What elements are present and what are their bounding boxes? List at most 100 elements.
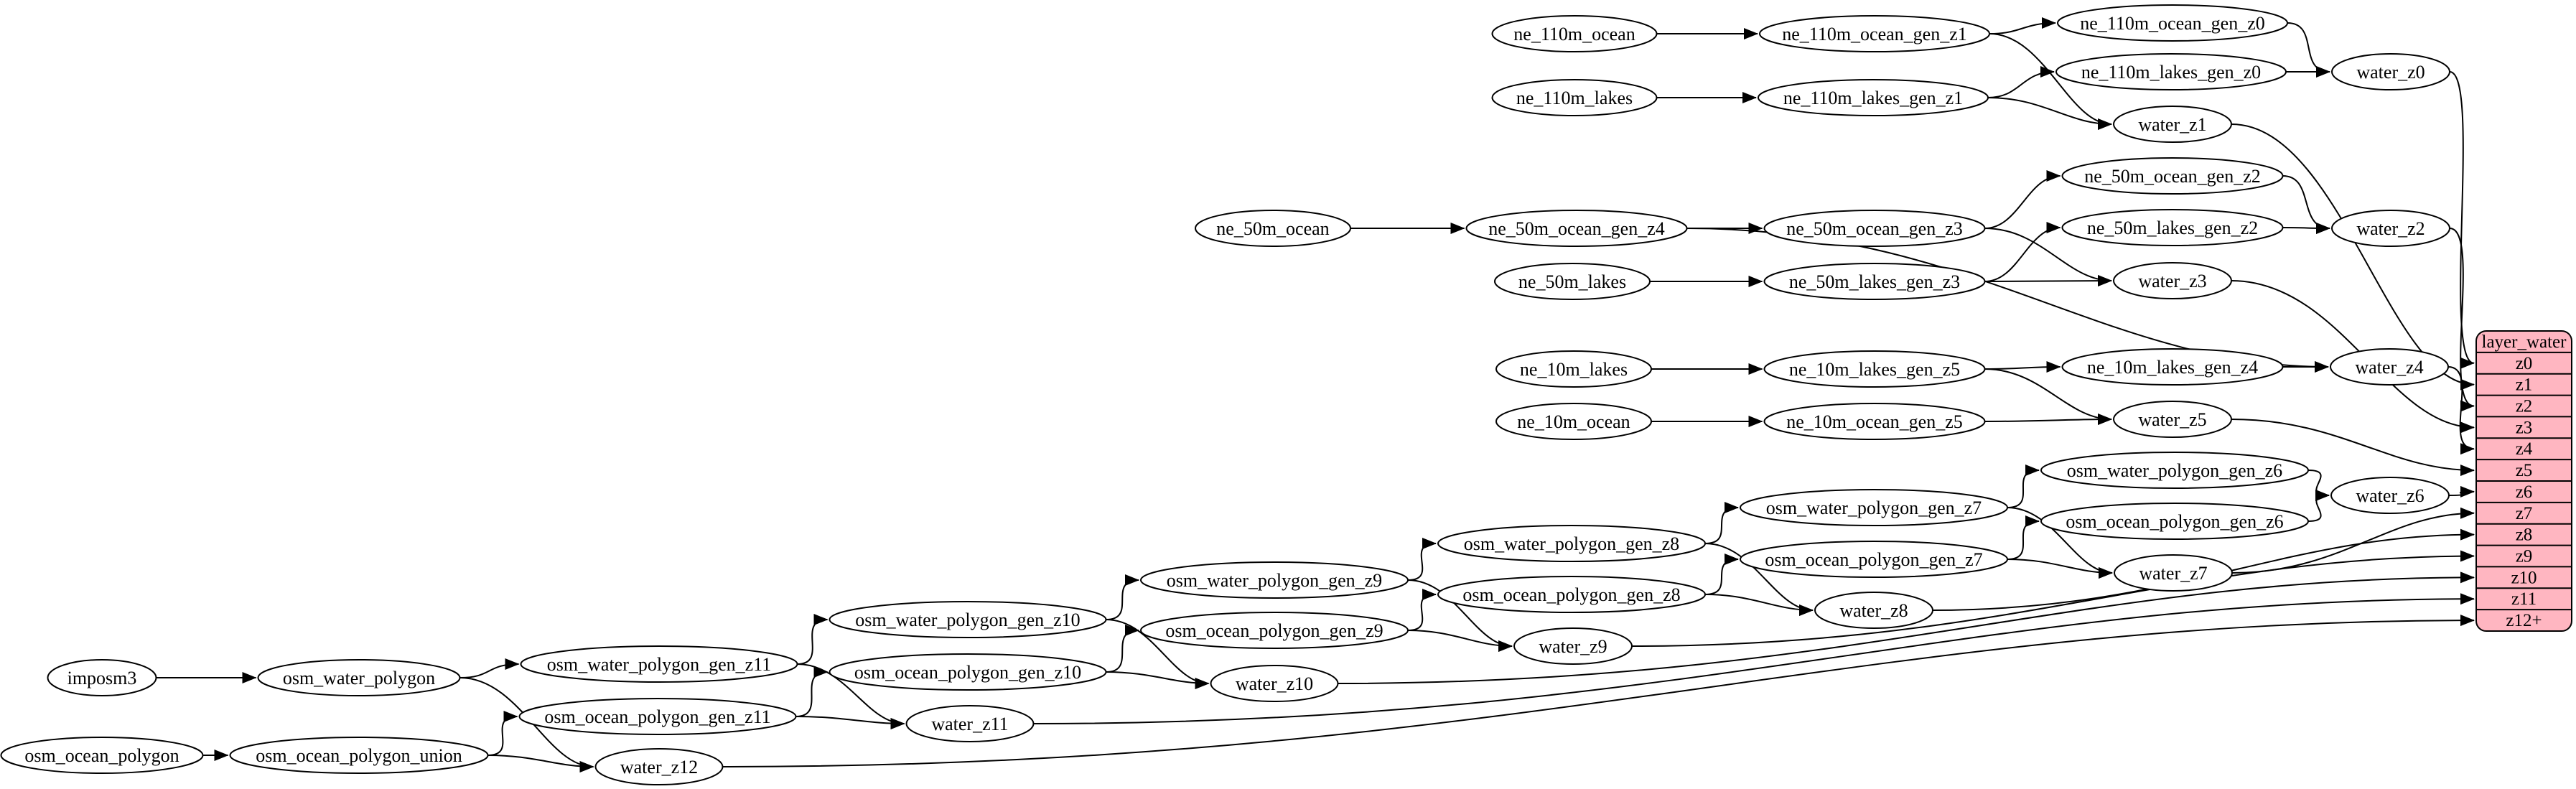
node-label-ne_50m_ocean_gen_z4: ne_50m_ocean_gen_z4 — [1488, 218, 1664, 239]
node-label-water_z3: water_z3 — [2138, 271, 2206, 291]
edge-osm_water_polygon_gen_z8-to-osm_water_polygon_gen_z7 — [1704, 502, 1739, 544]
node-shape-osm_ocean_polygon_gen_z7 — [1740, 541, 2008, 578]
node-shape-ne_110m_lakes_gen_z0 — [2055, 53, 2287, 90]
node-ne_50m_ocean_gen_z3: ne_50m_ocean_gen_z3 — [1763, 210, 1986, 247]
node-ne_110m_ocean: ne_110m_ocean — [1491, 15, 1658, 52]
node-label-ne_50m_ocean_gen_z2: ne_50m_ocean_gen_z2 — [2084, 166, 2260, 187]
node-shape-ne_50m_lakes_gen_z2 — [2061, 209, 2284, 246]
node-osm_ocean_polygon: osm_ocean_polygon — [0, 737, 204, 774]
node-shape-water_z7 — [2114, 554, 2233, 592]
node-osm_ocean_polygon_gen_z11: osm_ocean_polygon_gen_z11 — [518, 698, 797, 735]
node-label-ne_110m_lakes: ne_110m_lakes — [1516, 88, 1633, 108]
node-shape-ne_110m_lakes_gen_z1 — [1758, 79, 1989, 116]
node-ne_110m_lakes_gen_z1: ne_110m_lakes_gen_z1 — [1758, 79, 1989, 116]
node-label-osm_ocean_polygon_gen_z9: osm_ocean_polygon_gen_z9 — [1165, 620, 1383, 641]
node-label-ne_110m_ocean_gen_z0: ne_110m_ocean_gen_z0 — [2080, 13, 2265, 34]
node-label-ne_110m_ocean_gen_z1: ne_110m_ocean_gen_z1 — [1782, 24, 1967, 45]
node-shape-water_z1 — [2113, 106, 2232, 143]
node-shape-water_z4 — [2330, 348, 2449, 386]
node-label-osm_ocean_polygon_gen_z11: osm_ocean_polygon_gen_z11 — [544, 706, 770, 727]
edge-osm_ocean_polygon_gen_z8-to-water_z8 — [1704, 594, 1814, 616]
node-label-osm_ocean_polygon_gen_z7: osm_ocean_polygon_gen_z7 — [1765, 549, 1982, 570]
node-label-osm_water_polygon: osm_water_polygon — [283, 668, 435, 688]
edge-ne_10m_lakes_gen_z5-to-water_z5 — [1984, 368, 2112, 425]
node-label-osm_ocean_polygon_gen_z6: osm_ocean_polygon_gen_z6 — [2066, 511, 2283, 532]
node-water_z11: water_z11 — [905, 705, 1035, 742]
node-ne_50m_lakes_gen_z3: ne_50m_lakes_gen_z3 — [1763, 263, 1986, 300]
record-title: layer_water — [2482, 332, 2567, 352]
edge-ne_10m_ocean_gen_z5-to-water_z5 — [1984, 414, 2112, 426]
node-label-osm_water_polygon_gen_z7: osm_water_polygon_gen_z7 — [1766, 498, 1982, 518]
edge-ne_110m_lakes_gen_z1-to-ne_110m_lakes_gen_z0 — [1987, 66, 2055, 98]
node-label-osm_ocean_polygon: osm_ocean_polygon — [24, 745, 179, 766]
node-osm_ocean_polygon_union: osm_ocean_polygon_union — [229, 737, 489, 774]
node-shape-osm_water_polygon_gen_z6 — [2040, 452, 2309, 489]
node-ne_50m_ocean: ne_50m_ocean — [1195, 210, 1351, 247]
node-label-osm_water_polygon_gen_z8: osm_water_polygon_gen_z8 — [1464, 533, 1679, 554]
node-water_z10: water_z10 — [1210, 665, 1339, 702]
node-water_z5: water_z5 — [2113, 401, 2232, 438]
edge-osm_ocean_polygon_gen_z6-to-water_z6 — [2307, 490, 2330, 522]
node-osm_water_polygon: osm_water_polygon — [257, 659, 461, 696]
node-label-ne_50m_ocean: ne_50m_ocean — [1216, 218, 1329, 239]
node-water_z2: water_z2 — [2331, 210, 2450, 247]
record-row-z0: z0 — [2516, 354, 2533, 373]
node-water_z1: water_z1 — [2113, 106, 2232, 143]
node-label-water_z9: water_z9 — [1539, 636, 1607, 657]
node-label-osm_water_polygon_gen_z9: osm_water_polygon_gen_z9 — [1167, 570, 1382, 591]
node-shape-ne_110m_ocean — [1491, 15, 1658, 52]
node-label-water_z8: water_z8 — [1839, 600, 1908, 621]
node-shape-osm_ocean_polygon_union — [229, 737, 489, 774]
edge-water_z5-to-layer_water-z5 — [2231, 419, 2475, 477]
node-label-ne_50m_lakes_gen_z2: ne_50m_lakes_gen_z2 — [2087, 218, 2258, 238]
node-shape-ne_110m_ocean_gen_z0 — [2057, 4, 2288, 42]
node-shape-ne_10m_lakes_gen_z5 — [1763, 350, 1986, 388]
record-row-z3: z3 — [2516, 418, 2533, 437]
node-label-ne_110m_ocean: ne_110m_ocean — [1513, 24, 1635, 45]
edge-water_z9-to-layer_water-z9 — [1631, 550, 2475, 647]
edge-water_z2-to-layer_water-z2 — [2449, 228, 2475, 412]
node-label-ne_110m_lakes_gen_z1: ne_110m_lakes_gen_z1 — [1783, 88, 1963, 108]
node-label-osm_water_polygon_gen_z10: osm_water_polygon_gen_z10 — [855, 610, 1080, 630]
node-label-osm_water_polygon_gen_z6: osm_water_polygon_gen_z6 — [2067, 460, 2282, 481]
record-row-z9: z9 — [2516, 547, 2533, 566]
node-label-ne_50m_lakes_gen_z3: ne_50m_lakes_gen_z3 — [1789, 271, 1960, 292]
node-water_z0: water_z0 — [2331, 53, 2450, 90]
edge-ne_10m_lakes_gen_z5-to-ne_10m_lakes_gen_z4 — [1984, 361, 2061, 373]
edge-osm_water_polygon_gen_z6-to-water_z6 — [2307, 470, 2330, 501]
node-label-water_z7: water_z7 — [2139, 563, 2207, 584]
node-water_z9: water_z9 — [1513, 627, 1633, 665]
node-ne_50m_ocean_gen_z4: ne_50m_ocean_gen_z4 — [1465, 210, 1688, 247]
edge-water_z12-to-layer_water-z12+ — [722, 615, 2475, 767]
node-label-ne_10m_ocean: ne_10m_ocean — [1517, 411, 1630, 432]
edge-osm_ocean_polygon_gen_z11-to-water_z11 — [795, 716, 905, 729]
node-label-water_z4: water_z4 — [2355, 357, 2423, 378]
record-row-z1: z1 — [2516, 375, 2533, 395]
edge-osm_ocean_polygon_gen_z7-to-water_z7 — [2007, 559, 2113, 579]
edge-osm_ocean_polygon_gen_z7-to-osm_ocean_polygon_gen_z6 — [2007, 515, 2040, 560]
node-osm_water_polygon_gen_z11: osm_water_polygon_gen_z11 — [520, 645, 798, 683]
node-shape-water_z12 — [594, 748, 724, 785]
node-shape-osm_ocean_polygon_gen_z10 — [829, 653, 1107, 691]
record-row-z6: z6 — [2516, 482, 2533, 502]
edge-osm_ocean_polygon_gen_z8-to-osm_ocean_polygon_gen_z7 — [1704, 554, 1739, 595]
edge-water_z10-to-layer_water-z10 — [1338, 571, 2475, 684]
node-ne_10m_lakes: ne_10m_lakes — [1495, 350, 1652, 388]
node-ne_50m_lakes: ne_50m_lakes — [1494, 263, 1651, 300]
node-shape-imposm3 — [47, 659, 157, 696]
node-shape-ne_50m_ocean — [1195, 210, 1351, 247]
node-osm_water_polygon_gen_z9: osm_water_polygon_gen_z9 — [1140, 561, 1409, 599]
node-shape-ne_10m_ocean — [1495, 403, 1652, 440]
node-shape-osm_ocean_polygon_gen_z11 — [518, 698, 797, 735]
node-label-osm_ocean_polygon_union: osm_ocean_polygon_union — [256, 745, 462, 766]
record-row-z10: z10 — [2511, 568, 2537, 587]
node-water_z6: water_z6 — [2330, 477, 2450, 514]
node-label-water_z6: water_z6 — [2356, 485, 2424, 506]
edge-ne_110m_ocean_gen_z1-to-ne_110m_ocean_gen_z0 — [1989, 17, 2056, 34]
edge-osm_water_polygon_gen_z11-to-osm_water_polygon_gen_z10 — [797, 614, 829, 665]
node-osm_ocean_polygon_gen_z6: osm_ocean_polygon_gen_z6 — [2040, 503, 2309, 540]
node-water_z4: water_z4 — [2330, 348, 2449, 386]
node-label-ne_110m_lakes_gen_z0: ne_110m_lakes_gen_z0 — [2081, 62, 2261, 83]
edge-osm_ocean_polygon_gen_z10-to-water_z10 — [1106, 671, 1210, 689]
